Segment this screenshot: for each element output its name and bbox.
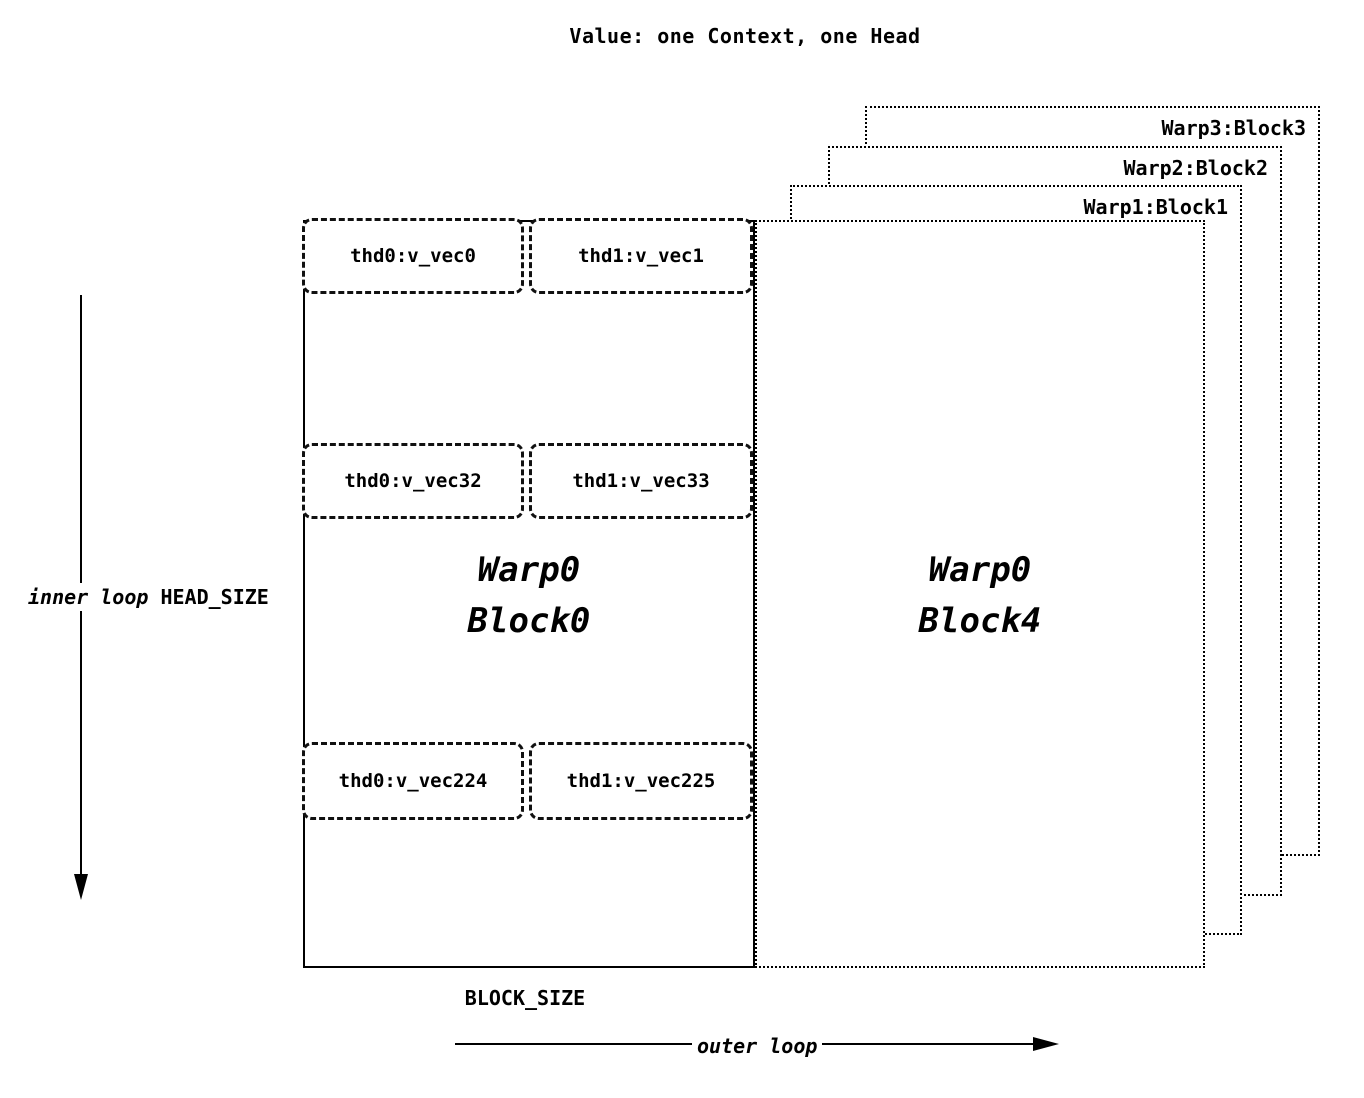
thread-box-thd0-v_vec224: thd0:v_vec224 <box>302 742 524 820</box>
outer-loop-label: outer loop <box>692 1034 823 1058</box>
block-size-label: BLOCK_SIZE <box>464 986 586 1010</box>
thread-box-thd1-v_vec33: thd1:v_vec33 <box>529 443 753 519</box>
block-warp0-block0 <box>303 220 755 968</box>
block-warp0-block4-label: Warp0 Block4 <box>755 545 1205 647</box>
block4-label-line1: Warp0 <box>928 550 1032 590</box>
thread-box-label: thd0:v_vec32 <box>344 470 482 492</box>
thread-box-label: thd1:v_vec225 <box>566 770 716 792</box>
block-warp0-block4 <box>755 220 1205 968</box>
thread-box-thd1-v_vec1: thd1:v_vec1 <box>529 218 753 294</box>
thread-box-thd0-v_vec0: thd0:v_vec0 <box>302 218 524 294</box>
block4-label-line2: Block4 <box>918 601 1042 641</box>
block-warp0-block0-label: Warp0 Block0 <box>303 545 755 647</box>
block-warp3-label: Warp3:Block3 <box>1161 116 1307 140</box>
inner-loop-label: inner loop HEAD_SIZE <box>25 583 272 611</box>
block-warp1-label: Warp1:Block1 <box>1083 195 1229 219</box>
block-warp2-label: Warp2:Block2 <box>1123 156 1269 180</box>
thread-box-label: thd0:v_vec0 <box>350 245 476 267</box>
thread-box-label: thd1:v_vec33 <box>572 470 710 492</box>
thread-box-label: thd1:v_vec1 <box>578 245 704 267</box>
thread-box-thd1-v_vec225: thd1:v_vec225 <box>529 742 753 820</box>
block0-label-line1: Warp0 <box>477 550 581 590</box>
inner-loop-text: inner loop <box>28 585 149 609</box>
diagram-title: Value: one Context, one Head <box>569 24 921 48</box>
thread-box-label: thd0:v_vec224 <box>338 770 488 792</box>
block0-label-line2: Block0 <box>467 601 591 641</box>
thread-box-thd0-v_vec32: thd0:v_vec32 <box>302 443 524 519</box>
head-size-text: HEAD_SIZE <box>160 585 269 609</box>
